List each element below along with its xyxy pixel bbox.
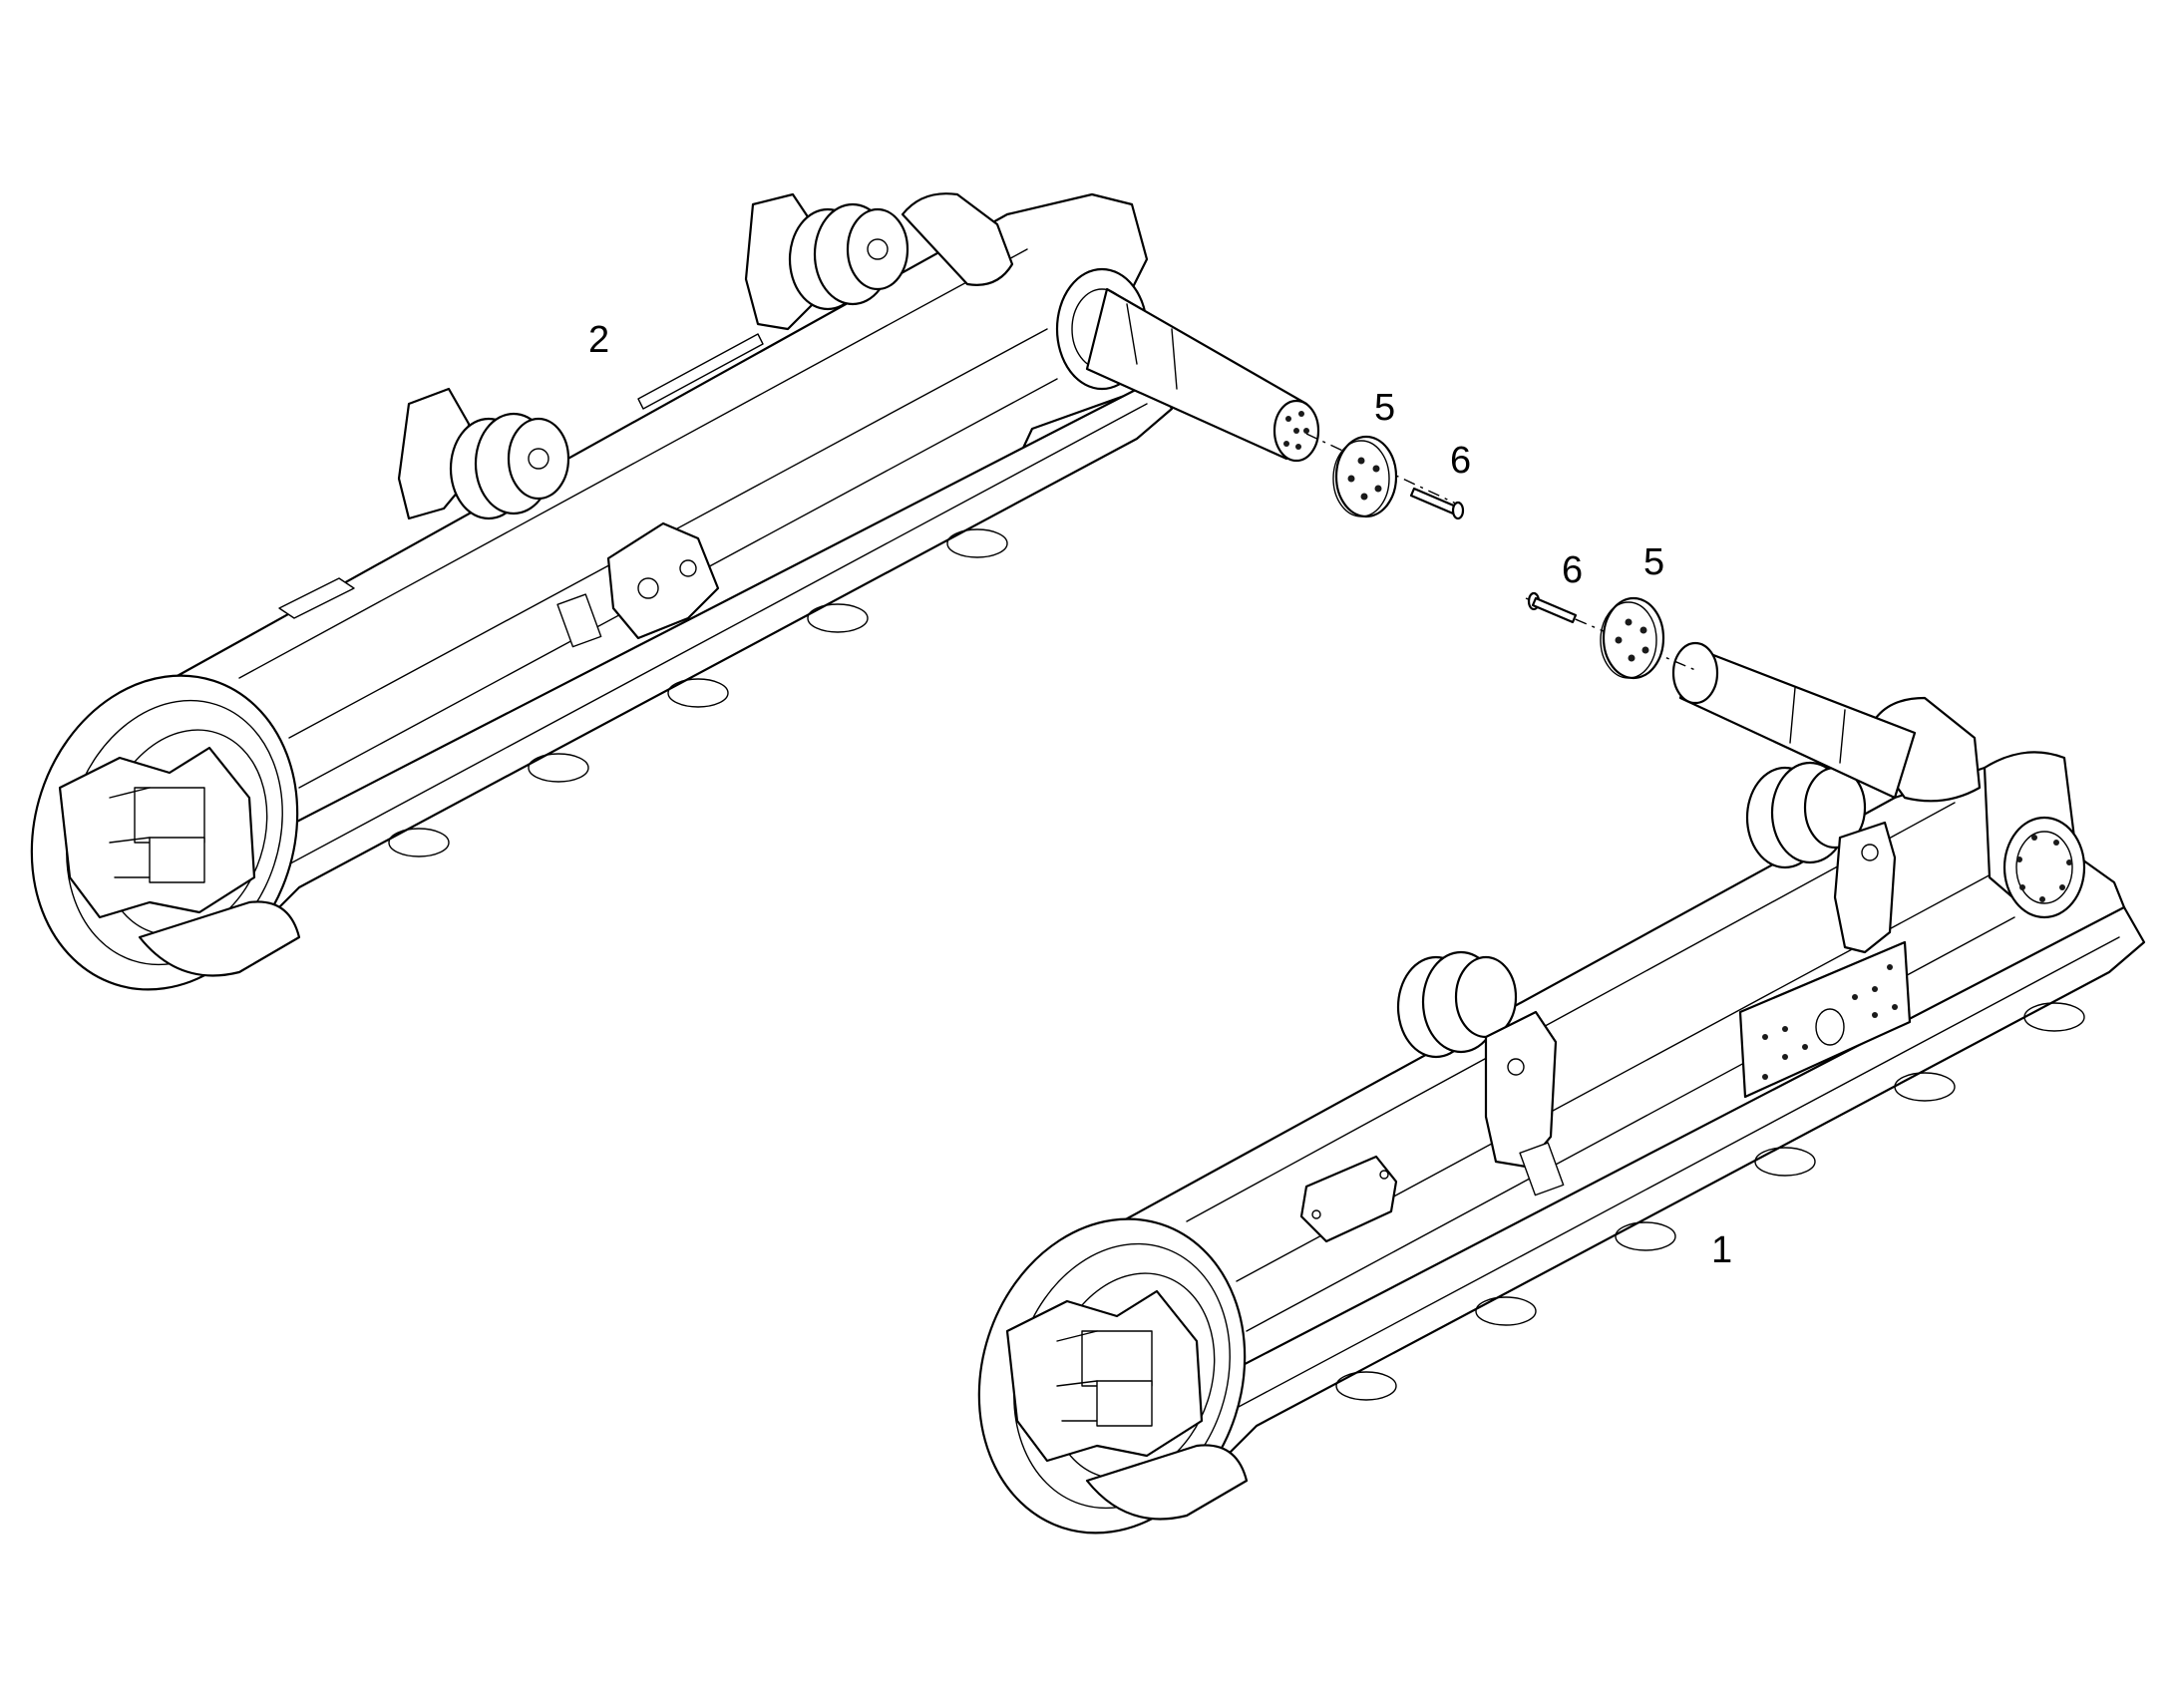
side-mount-plate [1738,940,1912,1099]
carrier-roller-left-rear [744,192,909,331]
callout-track-frame-left: 2 [588,319,610,361]
callout-cap-plate-lower: 5 [1643,541,1665,583]
bolt-lower [1527,591,1578,624]
track-frame-right [977,696,2146,1535]
carrier-roller-right-front [1396,950,1558,1169]
track-frame-left [30,192,1174,991]
carrier-roller-left-front [397,387,570,520]
callout-cap-plate-upper: 5 [1374,387,1396,429]
cap-plate-lower [1600,596,1665,680]
callout-bolt-upper: 6 [1450,440,1472,482]
carrier-roller-right-rear [1745,761,1897,954]
idler-wheel-left [30,674,299,991]
callout-bolt-lower: 6 [1562,549,1584,591]
drive-hub-right [1983,751,2086,919]
pivot-shaft-left [1085,287,1320,463]
cap-plate-upper [1332,435,1398,518]
callout-track-frame-right: 1 [1711,1229,1733,1271]
pivot-shaft-right [1671,641,1917,800]
bolt-upper [1409,487,1465,520]
